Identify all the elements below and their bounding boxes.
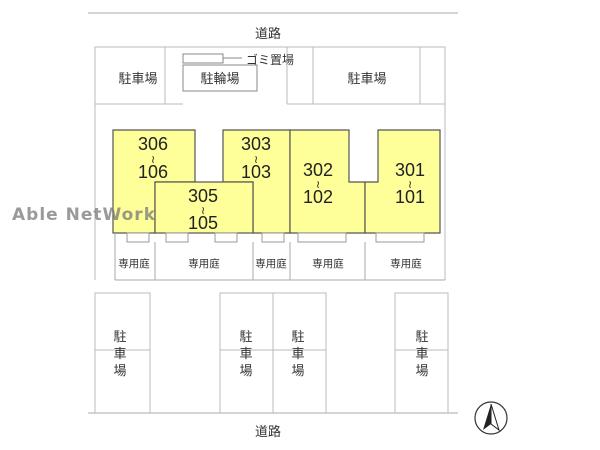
parking-bottom-label-3: 駐 車 場 bbox=[291, 330, 304, 379]
unit-101-label: 101 bbox=[395, 187, 425, 207]
unit-302-label: 302 bbox=[303, 160, 333, 180]
north-arrow-icon bbox=[474, 401, 508, 435]
parking-top-left-label: 駐車場 bbox=[118, 72, 157, 87]
garden-label-1: 専用庭 bbox=[118, 257, 150, 270]
parking-top-right-label: 駐車場 bbox=[347, 72, 386, 87]
parking-bottom-label-2: 駐 車 場 bbox=[239, 330, 252, 379]
parking-char: 場 bbox=[415, 364, 428, 379]
unit-301-101-block bbox=[364, 129, 441, 234]
road-top-label: 道路 bbox=[255, 26, 281, 42]
garden-label-5: 専用庭 bbox=[390, 257, 422, 270]
unit-105-label: 105 bbox=[188, 213, 218, 233]
parking-top-left bbox=[95, 47, 183, 105]
parking-char: 車 bbox=[239, 347, 252, 362]
parking-char: 場 bbox=[239, 364, 252, 379]
bicycle-area bbox=[182, 64, 258, 92]
parking-bottom-label-1: 駐 車 場 bbox=[113, 330, 126, 379]
garden-label-4: 専用庭 bbox=[312, 257, 344, 270]
unit-305-105-block bbox=[154, 181, 254, 234]
parking-char: 駐 bbox=[239, 330, 252, 345]
parking-char: 駐 bbox=[415, 330, 428, 345]
bicycle-label: 駐輪場 bbox=[200, 71, 239, 87]
unit-305-label: 305 bbox=[188, 186, 218, 206]
unit-306-106: 306 ≀ 106 bbox=[138, 134, 168, 182]
parking-char: 駐 bbox=[113, 330, 126, 345]
unit-301-101: 301 ≀ 101 bbox=[395, 160, 425, 207]
road-bottom-label: 道路 bbox=[255, 424, 281, 440]
garbage-label: ゴミ置場 bbox=[246, 52, 294, 67]
unit-305-range-mark: ≀ bbox=[201, 205, 205, 217]
unit-302-range-mark: ≀ bbox=[316, 179, 320, 191]
parking-bottom bbox=[94, 292, 449, 413]
unit-103-label: 103 bbox=[241, 162, 271, 182]
parking-char: 駐 bbox=[291, 330, 304, 345]
parking-char: 場 bbox=[291, 364, 304, 379]
garden-label-3: 専用庭 bbox=[255, 257, 287, 270]
unit-305-105: 305 ≀ 105 bbox=[188, 186, 218, 233]
garden-strip bbox=[114, 233, 445, 281]
watermark: Able NetWork bbox=[12, 205, 156, 225]
parking-char: 車 bbox=[291, 347, 304, 362]
parking-char: 車 bbox=[113, 347, 126, 362]
unit-302-102-block bbox=[289, 129, 366, 234]
unit-303-range-mark: ≀ bbox=[254, 154, 258, 166]
porches bbox=[126, 232, 425, 243]
unit-303-label: 303 bbox=[241, 134, 271, 154]
parking-bottom-label-4: 駐 車 場 bbox=[415, 330, 428, 379]
site-boundary-top bbox=[94, 46, 446, 280]
parking-char: 場 bbox=[113, 364, 126, 379]
unit-102-label: 102 bbox=[303, 187, 333, 207]
unit-306-label: 306 bbox=[138, 134, 168, 154]
unit-106-label: 106 bbox=[138, 162, 168, 182]
building bbox=[112, 129, 441, 234]
parking-char: 車 bbox=[415, 347, 428, 362]
unit-301-label: 301 bbox=[395, 160, 425, 180]
unit-302-102: 302 ≀ 102 bbox=[303, 160, 333, 207]
unit-303-103: 303 ≀ 103 bbox=[241, 134, 271, 182]
unit-301-range-mark: ≀ bbox=[408, 179, 412, 191]
garden-label-2: 専用庭 bbox=[188, 257, 220, 270]
garbage-area bbox=[182, 53, 224, 64]
unit-306-range-mark: ≀ bbox=[151, 154, 155, 166]
parking-top-right bbox=[286, 47, 445, 105]
